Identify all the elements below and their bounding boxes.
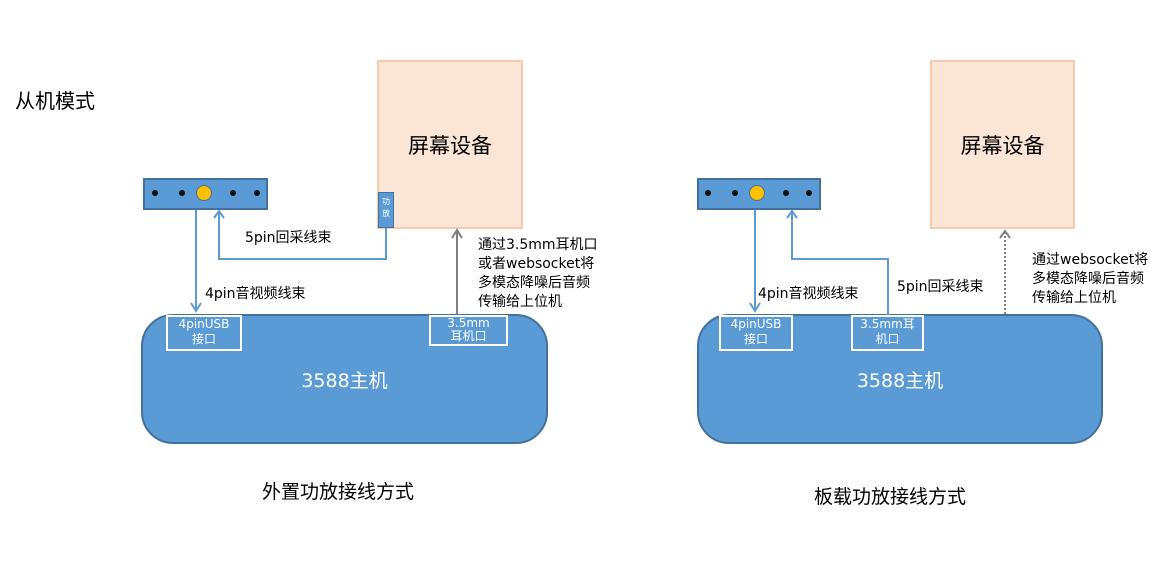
mic-array-right [697,178,821,210]
mic-hole-icon [179,190,185,196]
mic-hole-icon [783,190,789,196]
cable-5pin-label: 5pin回采线束 [245,230,332,246]
cable-4pin-label: 4pin音视频线束 [205,286,306,302]
audio-out-arrow-left [451,228,463,314]
port-label: 4pinUSB [730,317,782,331]
mic-array-left [143,178,268,210]
screen-label: 屏幕设备 [408,133,492,158]
mic-hole-icon [732,190,738,196]
transfer-note: 通过3.5mm耳机口 或者websocket将 多模态降噪后音频 传输给上位机 [478,237,598,310]
transfer-note: 通过websocket将 多模态降噪后音频 传输给上位机 [1032,252,1149,306]
port-label: 接口 [191,332,216,346]
cable-5pin-arrow-right [786,209,889,315]
cable-4pin-arrow-left [190,210,202,313]
caption-onboard-amp: 板载功放接线方式 [813,486,967,508]
caption-external-amp: 外置功放接线方式 [261,481,415,503]
port-label: 3.5mm耳 [860,317,915,331]
screen-device-right: 屏幕设备 [930,60,1075,229]
cable-4pin-arrow-right [749,210,761,313]
jack-port-right: 3.5mm耳机口 [851,315,924,351]
cable-5pin-arrow-left [213,209,387,260]
cable-4pin-label: 4pin音视频线束 [758,286,859,302]
mic-hole-icon [254,190,260,196]
mic-indicator-icon [749,185,765,201]
mic-hole-icon [705,190,711,196]
screen-device-left: 屏幕设备 [377,60,523,229]
host-label: 3588主机 [301,369,388,392]
cable-5pin-label: 5pin回采线束 [897,279,984,295]
host-3588-right: 3588主机 [697,314,1103,444]
mic-hole-icon [152,190,158,196]
host-label: 3588主机 [856,369,944,392]
mode-title: 从机模式 [15,89,95,113]
screen-label: 屏幕设备 [960,133,1045,158]
amp-label: 功放 [382,197,390,218]
port-label: 4pinUSB [178,317,230,331]
amplifier-box: 功放 [378,192,394,228]
mic-hole-icon [230,190,236,196]
host-3588-left: 3588主机 [141,314,548,444]
port-label: 3.5mm [447,316,490,330]
port-label: 机口 [875,332,900,346]
port-label: 接口 [743,332,768,346]
port-label: 耳机口 [450,329,487,343]
mic-hole-icon [806,190,812,196]
mic-indicator-icon [196,185,212,201]
